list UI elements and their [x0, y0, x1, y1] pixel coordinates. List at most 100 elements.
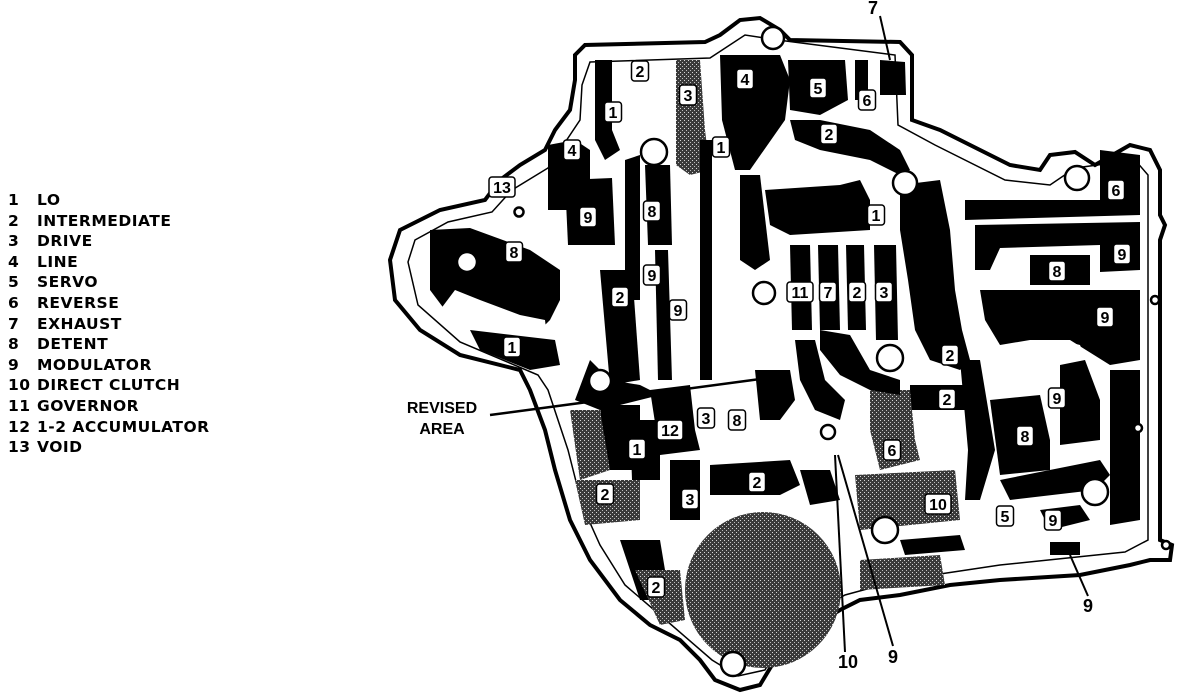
port-label-box [1015, 425, 1035, 447]
port-label-text: 1 [508, 340, 517, 357]
port-label: 2 [847, 281, 867, 303]
port-label-text: 1 [717, 140, 726, 157]
port-label: 8 [504, 241, 524, 263]
port-label-box [711, 136, 731, 158]
outside-label: 9 [1083, 596, 1093, 616]
port-label-box [1112, 243, 1132, 265]
port-label: 6 [857, 89, 877, 111]
port-label-box [502, 336, 522, 358]
port-label-box [866, 204, 886, 226]
port-label: 5 [995, 505, 1015, 527]
port-label-box [1047, 387, 1067, 409]
port-label-text: 3 [880, 285, 889, 302]
port-label-text: 13 [493, 180, 511, 197]
port-label-box [735, 68, 755, 90]
revised-area-leader [489, 376, 769, 417]
port-label-box [668, 299, 688, 321]
port-label-text: 4 [568, 143, 577, 160]
port-label-box [630, 60, 650, 82]
port-label-text: 9 [1049, 513, 1058, 530]
port-label-box [646, 576, 666, 598]
port-label: 2 [630, 60, 650, 82]
port-label: 3 [680, 488, 700, 510]
port-label-text: 9 [584, 210, 593, 227]
port-label-text: 9 [1053, 391, 1062, 408]
port-label: 8 [1047, 260, 1067, 282]
port-label: 9 [1043, 509, 1063, 531]
port-label-text: 8 [510, 245, 519, 262]
port-label-box [924, 493, 952, 515]
port-label: 9 [1095, 306, 1115, 328]
port-label-text: 4 [741, 72, 750, 89]
port-label: 1 [603, 101, 623, 123]
port-label-box [874, 281, 894, 303]
port-label-box [882, 439, 902, 461]
port-label-box [937, 388, 957, 410]
port-label-text: 6 [1112, 183, 1121, 200]
port-label-box [627, 438, 647, 460]
outside-labels: 7 10 9 9 [838, 0, 1093, 672]
port-label-box [1106, 179, 1126, 201]
port-label-text: 8 [648, 204, 657, 221]
port-label-text: 9 [1118, 247, 1127, 264]
port-label: 2 [747, 471, 767, 493]
port-label-text: 5 [814, 81, 823, 98]
port-label-box [1043, 509, 1063, 531]
port-label-text: 2 [753, 475, 762, 492]
port-label: 2 [610, 286, 630, 308]
port-label-box [940, 344, 960, 366]
port-label-box [786, 281, 814, 303]
port-label: 5 [808, 77, 828, 99]
port-label-text: 9 [648, 268, 657, 285]
port-label-text: 2 [652, 580, 661, 597]
port-label-text: 2 [601, 487, 610, 504]
revised-area-label: REVISED [407, 400, 477, 417]
port-label-box [995, 505, 1015, 527]
port-label-box [678, 84, 698, 106]
port-label-box [747, 471, 767, 493]
port-label: 7 [818, 281, 838, 303]
port-label-box [1095, 306, 1115, 328]
port-label: 12 [656, 419, 684, 441]
port-label: 2 [646, 576, 666, 598]
port-label: 8 [642, 200, 662, 222]
port-label-text: 2 [943, 392, 952, 409]
port-label-box [819, 123, 839, 145]
port-label-box [578, 206, 598, 228]
port-label-box [847, 281, 867, 303]
port-label-box [610, 286, 630, 308]
port-label: 9 [642, 264, 662, 286]
port-label-text: 6 [863, 93, 872, 110]
port-label: 1 [627, 438, 647, 460]
leader-lines [834, 15, 1089, 653]
port-label: 4 [735, 68, 755, 90]
port-label-text: 2 [946, 348, 955, 365]
port-label-text: 3 [702, 411, 711, 428]
revised-area-label: AREA [419, 421, 465, 438]
port-label-box [642, 200, 662, 222]
port-label: 1 [711, 136, 731, 158]
port-label: 9 [1112, 243, 1132, 265]
outside-label: 9 [888, 647, 898, 667]
port-label: 9 [668, 299, 688, 321]
port-label-text: 11 [792, 285, 809, 302]
port-label: 1 [866, 204, 886, 226]
port-label: 9 [578, 206, 598, 228]
port-label-box [857, 89, 877, 111]
port-label-text: 1 [609, 105, 618, 122]
port-label-text: 1 [872, 208, 881, 225]
port-label: 3 [696, 407, 716, 429]
port-label-text: 8 [1053, 264, 1062, 281]
port-label: 2 [940, 344, 960, 366]
port-label: 10 [924, 493, 952, 515]
